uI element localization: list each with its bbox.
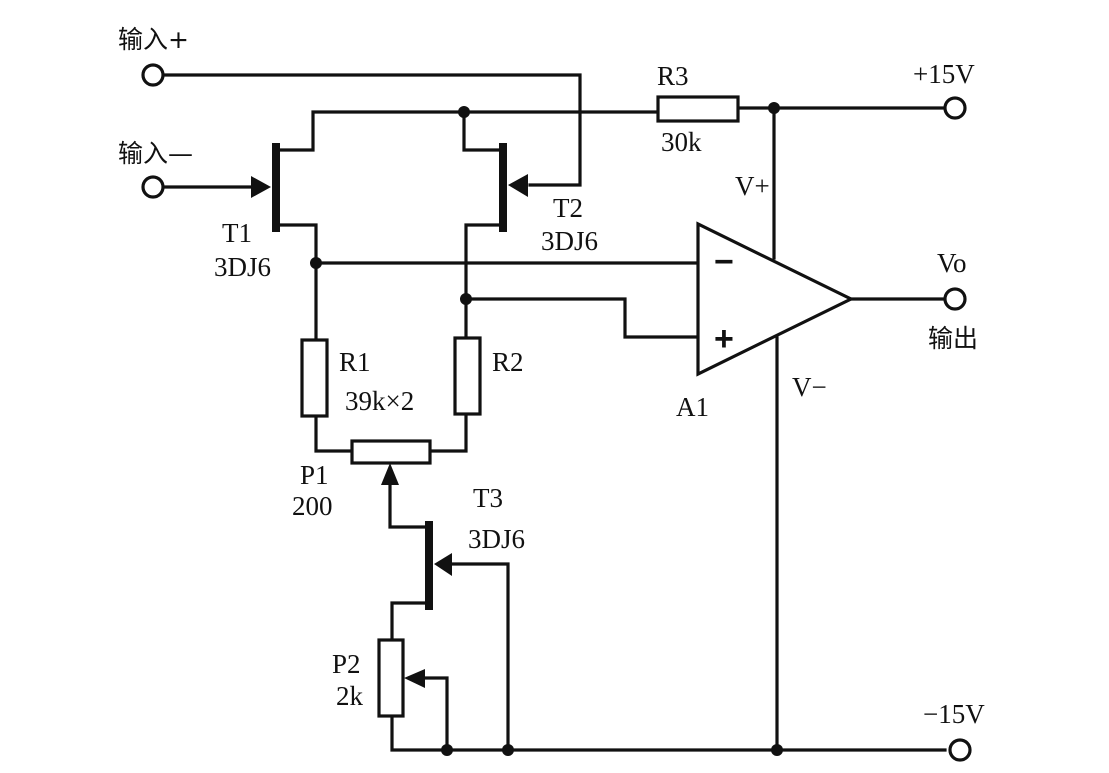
wire-p1-wiper-t3: [388, 483, 430, 529]
resistor-r1: [300, 338, 329, 418]
wire-r2-p1: [428, 412, 468, 453]
label-r3-value: 30k: [661, 127, 702, 157]
label-supply-pos: +15V: [913, 59, 975, 89]
wire-t3-source-p2: [390, 601, 430, 642]
junction-dot: [458, 106, 470, 118]
label-supply-neg: −15V: [923, 699, 985, 729]
terminal-input-minus: [141, 175, 165, 199]
potentiometer-p1: [350, 439, 432, 465]
label-p2-value: 2k: [336, 681, 364, 711]
wire-t3-gate: [450, 562, 510, 752]
label-input-plus: 输入+: [118, 25, 189, 54]
junction-dot: [441, 744, 453, 756]
terminal-supply-neg: [948, 738, 972, 762]
label-r1-ref: R1: [339, 347, 371, 377]
resistor-r2: [453, 336, 482, 416]
t3-gate-arrow-icon: [434, 553, 452, 576]
potentiometer-p2: [377, 638, 405, 718]
wire-top-rail: [276, 110, 660, 152]
wire-p2-wiper: [408, 676, 449, 752]
label-t1-ref: T1: [222, 218, 252, 248]
label-output-name: Vo: [937, 248, 967, 278]
opamp-inverting-sign: −: [714, 243, 734, 281]
junction-dot: [768, 102, 780, 114]
label-a1-ref: A1: [676, 392, 709, 422]
label-t2-part: 3DJ6: [541, 226, 598, 256]
junction-dot: [502, 744, 514, 756]
label-p1-ref: P1: [300, 460, 329, 490]
resistor-r3: [656, 95, 740, 123]
terminal-supply-pos: [943, 96, 967, 120]
label-r2-ref: R2: [492, 347, 524, 377]
opamp-a1: [696, 221, 855, 377]
wire-t1-source: [276, 223, 318, 342]
terminal-output: [943, 287, 967, 311]
label-output: 输出: [928, 324, 978, 353]
label-t1-part: 3DJ6: [214, 252, 271, 282]
junction-dot: [310, 257, 322, 269]
label-p1-value: 200: [292, 491, 333, 521]
label-p2-ref: P2: [332, 649, 361, 679]
label-t3-ref: T3: [473, 483, 503, 513]
opamp-noninverting-sign: +: [714, 320, 734, 358]
terminal-input-plus: [141, 63, 165, 87]
wire-to-noninv-input: [464, 297, 700, 339]
label-vneg: V−: [792, 372, 827, 402]
label-vpos: V+: [735, 171, 770, 201]
junction-dot: [460, 293, 472, 305]
wire-r1-p1: [314, 414, 354, 453]
label-t3-part: 3DJ6: [468, 524, 525, 554]
wire-t2-source: [464, 223, 502, 340]
t1-gate-arrow-icon: [251, 176, 271, 198]
p1-wiper-arrow-icon: [381, 463, 399, 485]
label-input-minus: 输入—: [118, 139, 193, 168]
wire-input-plus: [161, 73, 582, 187]
p2-wiper-arrow-icon: [404, 669, 425, 688]
label-r12-value: 39k×2: [345, 386, 414, 416]
t2-gate-arrow-icon: [508, 174, 528, 197]
wire-t2-drain: [462, 110, 502, 152]
label-t2-ref: T2: [553, 193, 583, 223]
label-r3-ref: R3: [657, 61, 689, 91]
wire-p2-bottom: [390, 714, 947, 752]
junction-dot: [771, 744, 783, 756]
